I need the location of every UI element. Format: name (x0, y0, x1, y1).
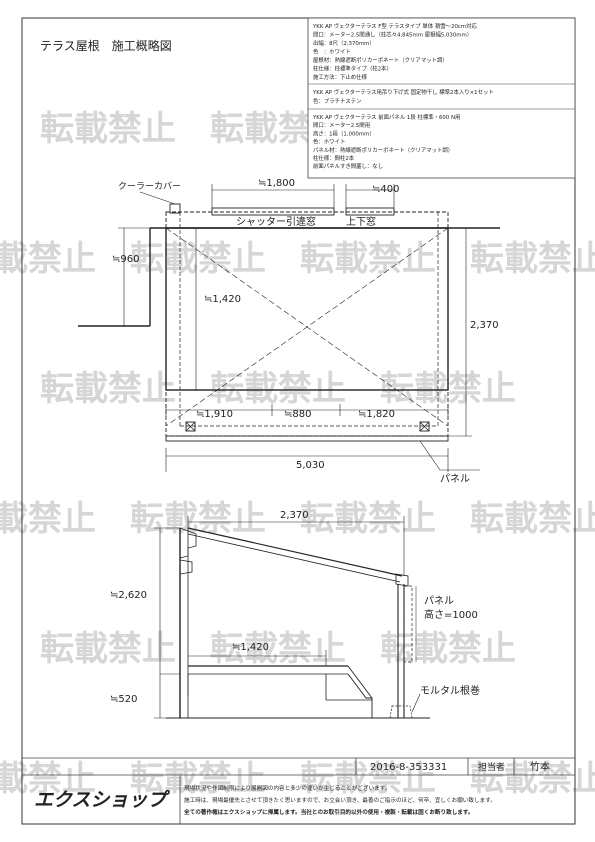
section-view (154, 516, 430, 719)
sheet-border (21, 17, 576, 825)
spec-line: パネル材：熱線遮断ポリカーボネート（クリアマット調） (313, 146, 453, 154)
watermark-text: 転載禁止 (130, 239, 266, 279)
dim-1800-label: ≒1,800 (258, 178, 295, 189)
section-panel-label: パネル (424, 595, 454, 607)
drawing-title: テラス屋根 施工概略図 (40, 38, 172, 53)
spec-box: YKK AP ヴェクターテラス F型 テラスタイプ 単体 積雪～20cm対応間口… (307, 17, 576, 179)
person-in-charge-name: 竹本 (530, 760, 550, 773)
drawing-number: 2016-8-353331 (370, 762, 447, 773)
watermark-text: 転載禁止 (40, 369, 176, 409)
person-in-charge-label: 担当者 (478, 761, 505, 773)
dim-2370-label: 2,370 (470, 320, 499, 331)
spec-line: 色 ：ホワイト (313, 48, 351, 56)
section-dim-2370-label: 2,370 (280, 510, 309, 521)
dim-400-label: ≒400 (372, 184, 399, 195)
spec-line: YKK AP ヴェクターテラス F型 テラスタイプ 単体 積雪～20cm対応 (312, 22, 478, 30)
plan-panel-label: パネル (440, 473, 470, 485)
spec-line: 柱仕様：柱標準タイプ（柱2本） (313, 65, 392, 73)
spec-line: 柱仕様：間柱2本 (313, 154, 355, 162)
spec-line: 施工方法：下止め仕様 (313, 73, 368, 81)
spec-line: 高さ：1段（1,000mm） (313, 129, 375, 137)
spec-line: YKK AP ヴェクターテラス用吊り下げ式 固定物干し 標準2本入り×1セット (312, 88, 494, 96)
watermark-text: 転載禁止 (0, 499, 96, 539)
spec-group-drying-rod: YKK AP ヴェクターテラス用吊り下げ式 固定物干し 標準2本入り×1セット色… (312, 88, 494, 105)
dim-1910-label: ≒1,910 (196, 409, 233, 420)
footer-note-1: 現場状況や作図制限により展開図の内容と多少の違いが生じることがございます。 (184, 784, 390, 792)
watermark-text: 転載禁止 (210, 369, 346, 409)
section-dim-520-label: ≒520 (110, 694, 137, 705)
spec-line: 間口：メーター2.5間通し（柱芯々4,845mm 屋根幅5,030mm） (313, 31, 472, 39)
section-panel-height-label: 高さ=1000 (424, 608, 478, 621)
dim-880-label: ≒880 (284, 409, 311, 420)
spec-line: 屋根材：熱線遮断ポリカーボネート（クリアマット調） (313, 56, 448, 64)
upper-lower-window-label: 上下窓 (346, 215, 376, 228)
title-block (22, 757, 575, 824)
watermark-layer: 転載禁止転載禁止転載禁止転載禁止転載禁止転載禁止転載禁止転載禁止転載禁止転載禁止… (0, 109, 595, 799)
dim-5030-label: 5,030 (296, 460, 325, 471)
spec-line: 出幅：8尺（2,370mm） (313, 39, 375, 47)
section-dim-2620-label: ≒2,620 (110, 590, 147, 601)
watermark-text: 転載禁止 (300, 239, 436, 279)
spec-group-front-panel: YKK AP ヴェクターテラス 前面パネル 1段 柱標準・600 N用間口：メー… (312, 113, 460, 170)
watermark-text: 転載禁止 (300, 499, 436, 539)
company-logo: エクスショップ (34, 789, 170, 811)
watermark-text: 転載禁止 (130, 499, 266, 539)
footer-note-3: 全ての著作権はエクスショップに帰属します。当社とのお取引目的以外の使用・複製・転… (183, 808, 474, 816)
watermark-text: 転載禁止 (40, 109, 176, 149)
spec-line: 色：プラチナステン (313, 97, 362, 105)
watermark-text: 転載禁止 (470, 759, 595, 799)
dim-1420-label: ≒1,420 (204, 294, 241, 305)
cooler-cover-label: クーラーカバー (118, 181, 181, 192)
watermark-text: 転載禁止 (470, 239, 595, 279)
shutter-window-label: シャッター引違窓 (236, 215, 316, 228)
plan-view (78, 184, 500, 472)
watermark-text: 転載禁止 (130, 759, 266, 799)
spec-group-roof: YKK AP ヴェクターテラス F型 テラスタイプ 単体 積雪～20cm対応間口… (312, 22, 478, 81)
watermark-text: 転載禁止 (470, 499, 595, 539)
watermark-text: 転載禁止 (40, 629, 176, 669)
spec-line: 間口：メーター2.5間用 (313, 121, 370, 129)
watermark-text: 転載禁止 (210, 629, 346, 669)
watermark-text: 転載禁止 (0, 759, 96, 799)
footer-note-2: 施工時は、現場最優先とさせて頂きたく思いますので、お立会い頂き、最善のご指示のほ… (184, 796, 496, 804)
spec-line: 前面パネルすき間塞し：なし (313, 162, 383, 170)
section-dim-1420-label: ≒1,420 (232, 642, 269, 653)
spec-line: YKK AP ヴェクターテラス 前面パネル 1段 柱標準・600 N用 (312, 113, 460, 121)
mortar-base-label: モルタル根巻 (420, 684, 480, 697)
watermark-text: 転載禁止 (380, 629, 516, 669)
dim-1820-label: ≒1,820 (358, 409, 395, 420)
watermark-text: 転載禁止 (300, 759, 436, 799)
watermark-text: 転載禁止 (0, 239, 96, 279)
spec-line: 色：ホワイト (313, 138, 345, 146)
dim-960-label: ≒960 (112, 254, 139, 265)
